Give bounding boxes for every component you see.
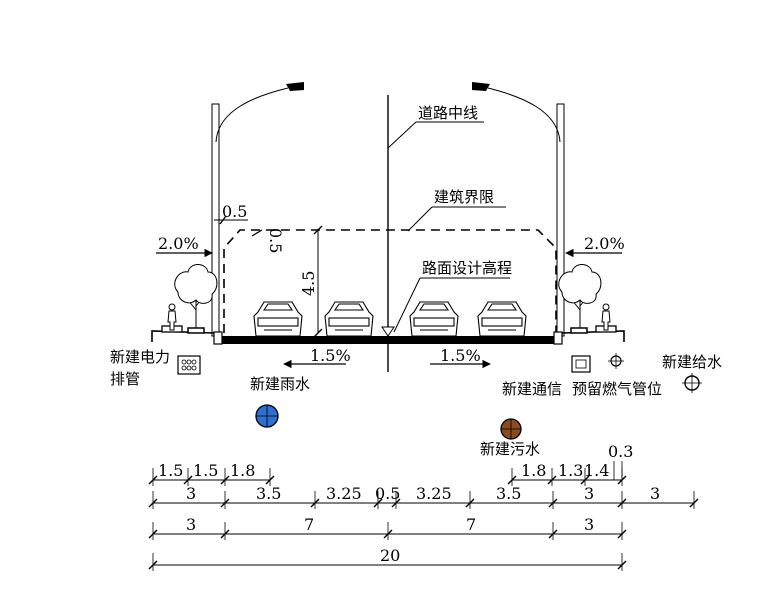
left-tree [174, 264, 218, 328]
clearance-height-tick-top [313, 225, 323, 235]
clearance-leader [407, 206, 433, 232]
dim-tick [220, 498, 230, 508]
dim-tick [547, 475, 557, 485]
dim-row2-4: 0.5 [375, 484, 400, 503]
sewer-pipe-icon [500, 418, 522, 440]
dim-tick [148, 560, 158, 570]
dim-row2-5: 3.25 [416, 484, 452, 503]
right-curb [553, 331, 563, 345]
clearance-offset-tick [219, 215, 227, 225]
power-label-line1: 新建电力 [110, 348, 170, 366]
left-carriageway-slope-value: 1.5% [310, 346, 351, 365]
left-tree-pit [187, 327, 205, 334]
car-lane-1 [253, 301, 303, 337]
dim-row2-1: 3 [186, 484, 196, 503]
dim-tick [220, 529, 230, 539]
car-lane-3 [409, 301, 459, 337]
clearance-label: 建筑界限 [434, 188, 494, 206]
dim-tick [391, 498, 401, 508]
dim-tick [689, 498, 699, 508]
gas-label: 预留燃气管位 [572, 380, 662, 398]
dim-row3-3: 7 [466, 515, 476, 534]
dim-total-value: 20 [380, 546, 400, 565]
left-pedestrian [167, 303, 177, 331]
dim-row1-right-1: 1.8 [521, 461, 546, 480]
dim-tick [548, 498, 558, 508]
dim-tick [265, 475, 275, 485]
dim-tick [617, 560, 627, 570]
dim-row2-2: 3.5 [256, 484, 281, 503]
right-tree [558, 264, 602, 328]
sewer-label: 新建污水 [480, 440, 540, 458]
water-label: 新建给水 [662, 353, 722, 371]
dim-tick [548, 529, 558, 539]
dim-row2-3: 3.25 [326, 484, 362, 503]
dim-row1-left-2: 1.5 [193, 461, 218, 480]
dim-tick [148, 529, 158, 539]
clearance-height-value: 4.5 [299, 271, 318, 296]
dim-tick [373, 498, 383, 508]
gas-pipe-icon [608, 353, 624, 369]
design-elevation-leader [393, 277, 421, 333]
clearance-chamfer-value: 0.5 [266, 228, 285, 253]
clearance-chamfer-tick [251, 229, 263, 237]
dim-row1-right-2: 1.3 [558, 461, 583, 480]
power-label-line2: 排管 [110, 370, 140, 388]
centerline-label: 道路中线 [418, 104, 478, 122]
dim-row1-right-3: 1.4 [584, 461, 609, 480]
design-elevation-label: 路面设计高程 [422, 259, 512, 277]
dim-tick [148, 475, 158, 485]
clearance-offset-value: 0.5 [222, 202, 247, 221]
dim-tick [383, 529, 393, 539]
storm-pipe-icon [255, 404, 279, 428]
left-sidewalk-slope-value: 2.0% [158, 234, 199, 253]
telecom-label: 新建通信 [502, 380, 562, 398]
dim-row3-2: 7 [304, 515, 314, 534]
elevation-marker-triangle [381, 326, 395, 337]
dim-tick [148, 498, 158, 508]
street-lamp-right [472, 82, 565, 337]
dimension-extension-lines [148, 461, 699, 571]
centerline-leader [387, 121, 417, 149]
building-clearance-outline [223, 229, 557, 333]
right-carriageway-slope-value: 1.5% [440, 346, 481, 365]
dim-tick [507, 475, 517, 485]
dim-row2-7: 3 [584, 484, 594, 503]
water-pipe-icon [682, 373, 702, 393]
dim-row2-8: 3 [650, 484, 660, 503]
dim-row3-1: 3 [186, 515, 196, 534]
car-lane-4 [477, 301, 527, 337]
dim-row1-left-1: 1.5 [158, 461, 183, 480]
dim-tick [220, 475, 230, 485]
right-pedestrian [601, 303, 611, 331]
left-curb [213, 331, 223, 345]
dim-tick [183, 475, 193, 485]
dim-tick [617, 498, 627, 508]
dim-tick [617, 529, 627, 539]
clearance-height-tick-bottom [313, 328, 323, 338]
car-lane-2 [324, 301, 374, 337]
dim-row2-6: 3.5 [496, 484, 521, 503]
dim-row3-4: 3 [584, 515, 594, 534]
right-sidewalk-slope-value: 2.0% [584, 234, 625, 253]
storm-label: 新建雨水 [250, 375, 310, 393]
dim-row1-left-3: 1.8 [230, 461, 255, 480]
dim-row1-extra: 0.3 [608, 442, 633, 461]
dim-tick [465, 498, 475, 508]
power-duct-bank-icon [177, 355, 201, 375]
dim-tick [580, 475, 590, 485]
dim-tick [310, 498, 320, 508]
carriageway-pavement [220, 336, 556, 344]
right-tree-pit [570, 327, 588, 334]
telecom-duct-icon [571, 355, 591, 373]
